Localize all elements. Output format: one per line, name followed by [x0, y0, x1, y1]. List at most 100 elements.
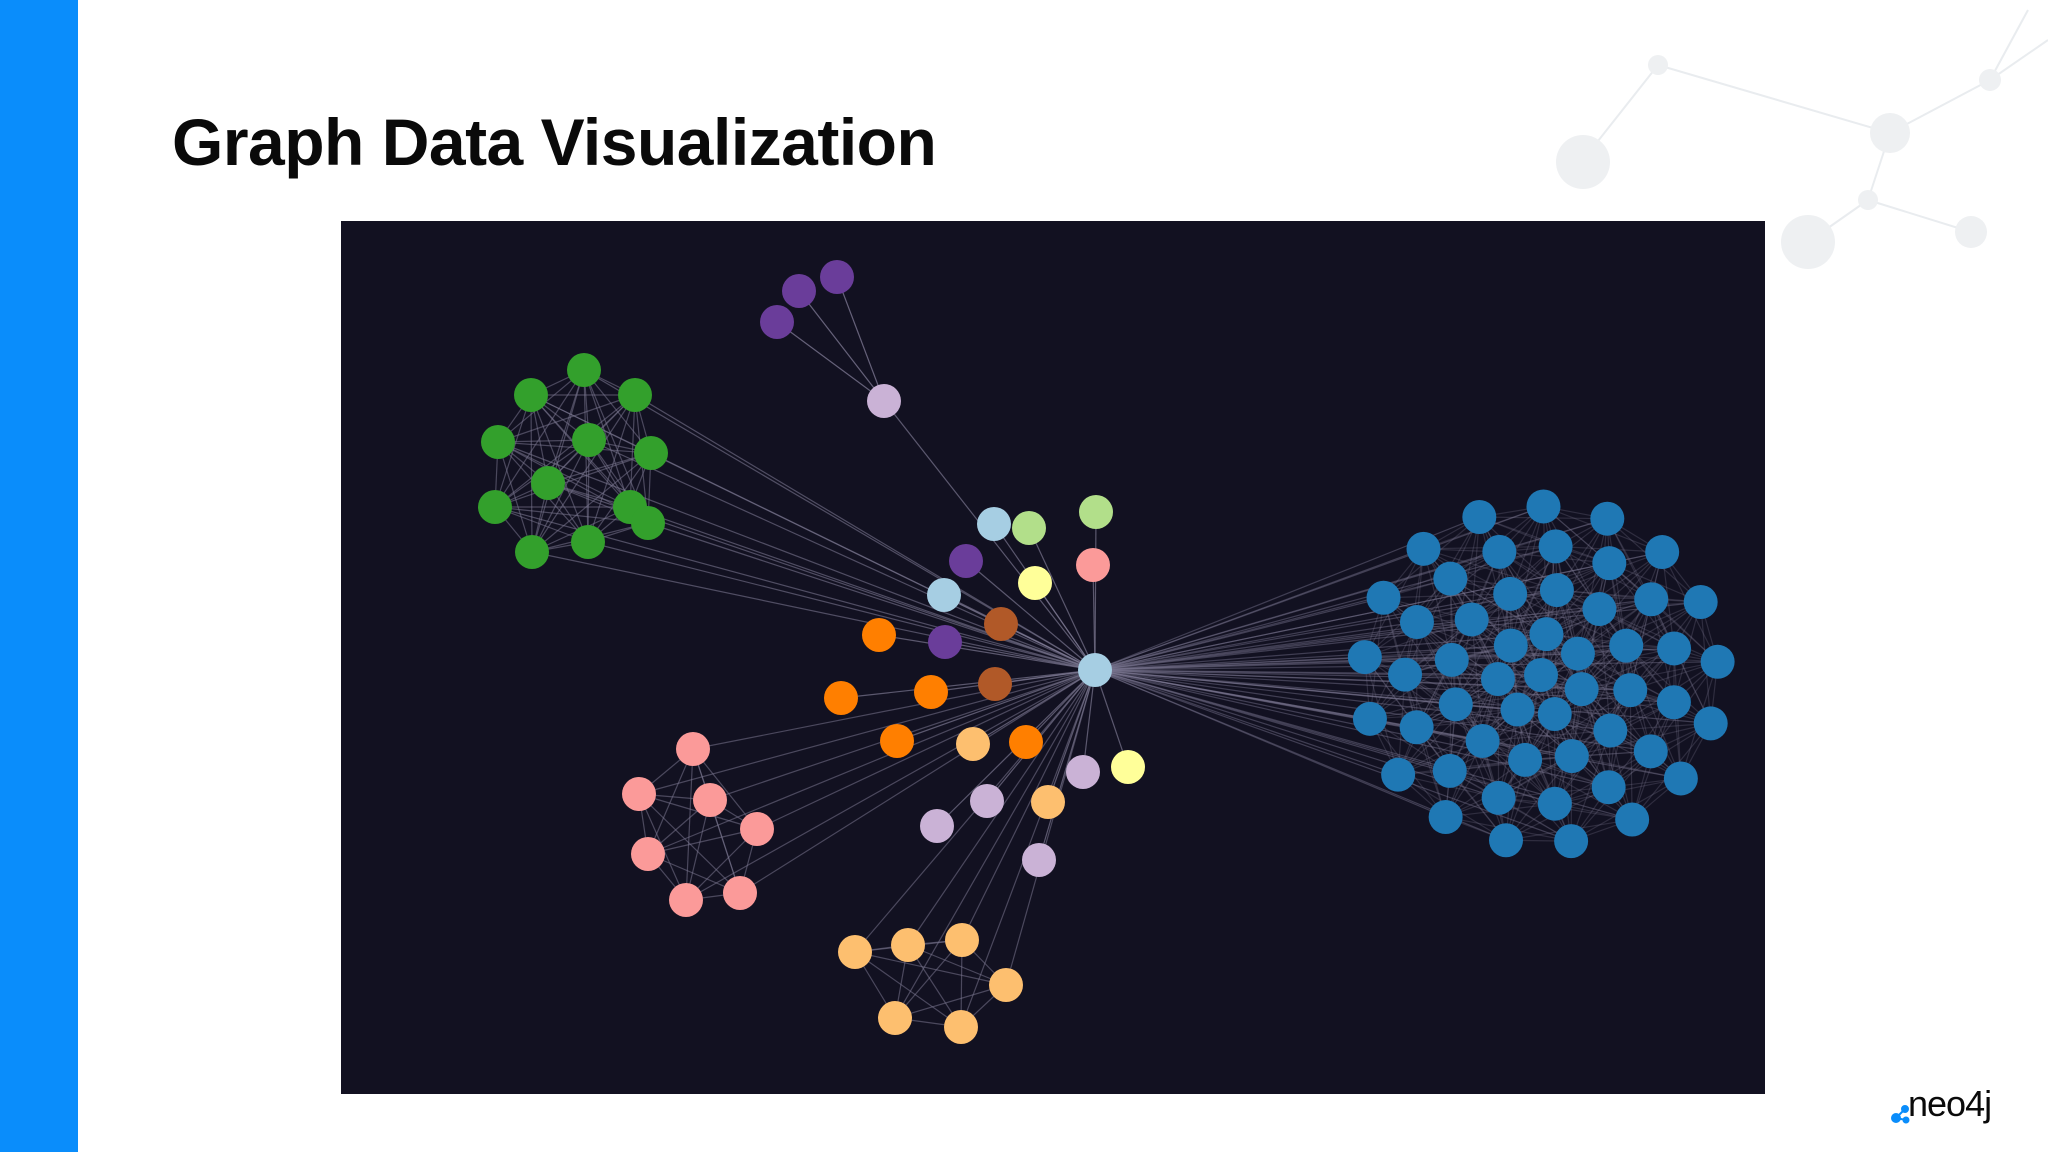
node-blue[interactable] [1554, 824, 1589, 859]
node-orange[interactable] [862, 618, 896, 652]
node-blue[interactable] [1493, 628, 1528, 663]
node-blue[interactable] [1481, 780, 1516, 815]
node-purple[interactable] [949, 544, 983, 578]
node-lavender[interactable] [970, 784, 1004, 818]
node-lavender[interactable] [920, 809, 954, 843]
node-blue[interactable] [1693, 706, 1728, 741]
node-green[interactable] [631, 506, 665, 540]
node-blue[interactable] [1524, 658, 1558, 692]
node-blue[interactable] [1381, 757, 1416, 792]
node-blue[interactable] [1663, 761, 1698, 796]
node-blue[interactable] [1433, 561, 1468, 596]
node-green[interactable] [634, 436, 668, 470]
node-blue[interactable] [1538, 529, 1573, 564]
node-blue[interactable] [1539, 573, 1574, 608]
node-pink[interactable] [1076, 548, 1110, 582]
node-purple[interactable] [928, 625, 962, 659]
node-blue[interactable] [1657, 631, 1692, 666]
node-green[interactable] [478, 490, 512, 524]
node-lavender[interactable] [867, 384, 901, 418]
node-orange[interactable] [824, 681, 858, 715]
hub-node[interactable] [1078, 653, 1112, 687]
node-blue[interactable] [1399, 605, 1434, 640]
node-light-orange[interactable] [944, 1010, 978, 1044]
node-light-orange[interactable] [956, 727, 990, 761]
node-blue[interactable] [1560, 636, 1595, 671]
node-light-blue[interactable] [977, 507, 1011, 541]
node-light-green[interactable] [1079, 495, 1113, 529]
node-blue[interactable] [1564, 672, 1599, 707]
node-green[interactable] [531, 466, 565, 500]
node-light-orange[interactable] [838, 935, 872, 969]
node-light-orange[interactable] [945, 923, 979, 957]
node-blue[interactable] [1537, 697, 1572, 732]
node-blue[interactable] [1493, 576, 1528, 611]
node-brown[interactable] [978, 667, 1012, 701]
node-blue[interactable] [1462, 499, 1497, 534]
node-blue[interactable] [1482, 534, 1517, 569]
node-light-orange[interactable] [1031, 785, 1065, 819]
node-green[interactable] [567, 353, 601, 387]
node-blue[interactable] [1615, 802, 1650, 837]
node-yellow[interactable] [1018, 566, 1052, 600]
node-light-orange[interactable] [989, 968, 1023, 1002]
node-purple[interactable] [782, 274, 816, 308]
node-pink[interactable] [622, 777, 656, 811]
node-blue[interactable] [1438, 687, 1473, 722]
node-blue[interactable] [1434, 642, 1469, 677]
node-pink[interactable] [631, 837, 665, 871]
node-blue[interactable] [1366, 580, 1401, 615]
node-blue[interactable] [1399, 710, 1434, 745]
node-pink[interactable] [676, 732, 710, 766]
node-green[interactable] [572, 423, 606, 457]
node-blue[interactable] [1428, 800, 1463, 835]
node-blue[interactable] [1554, 739, 1589, 774]
node-blue[interactable] [1465, 723, 1500, 758]
node-purple[interactable] [820, 260, 854, 294]
node-blue[interactable] [1352, 701, 1387, 736]
node-pink[interactable] [693, 783, 727, 817]
node-green[interactable] [571, 525, 605, 559]
node-lavender[interactable] [1022, 843, 1056, 877]
node-light-green[interactable] [1012, 511, 1046, 545]
node-green[interactable] [618, 378, 652, 412]
node-blue[interactable] [1700, 644, 1735, 679]
node-blue[interactable] [1609, 628, 1644, 663]
node-lavender[interactable] [1066, 755, 1100, 789]
node-blue[interactable] [1508, 742, 1543, 777]
node-pink[interactable] [723, 876, 757, 910]
node-brown[interactable] [984, 607, 1018, 641]
node-pink[interactable] [740, 812, 774, 846]
node-orange[interactable] [880, 724, 914, 758]
node-purple[interactable] [760, 305, 794, 339]
node-blue[interactable] [1537, 786, 1572, 821]
node-blue[interactable] [1633, 734, 1668, 769]
node-blue[interactable] [1500, 692, 1535, 727]
node-light-orange[interactable] [878, 1001, 912, 1035]
node-orange[interactable] [1009, 725, 1043, 759]
node-blue[interactable] [1582, 592, 1617, 627]
node-light-orange[interactable] [891, 928, 925, 962]
node-green[interactable] [481, 425, 515, 459]
node-blue[interactable] [1388, 657, 1423, 692]
node-green[interactable] [515, 535, 549, 569]
node-blue[interactable] [1656, 685, 1691, 720]
node-blue[interactable] [1454, 602, 1489, 637]
node-blue[interactable] [1634, 582, 1669, 617]
node-blue[interactable] [1489, 823, 1524, 858]
node-yellow[interactable] [1111, 750, 1145, 784]
node-blue[interactable] [1593, 713, 1628, 748]
node-blue[interactable] [1406, 531, 1441, 566]
node-blue[interactable] [1526, 489, 1561, 524]
node-blue[interactable] [1590, 501, 1625, 536]
node-blue[interactable] [1592, 546, 1627, 581]
node-green[interactable] [514, 378, 548, 412]
node-blue[interactable] [1529, 617, 1564, 652]
node-orange[interactable] [914, 675, 948, 709]
node-blue[interactable] [1347, 640, 1382, 675]
node-blue[interactable] [1591, 770, 1626, 805]
node-blue[interactable] [1480, 662, 1515, 697]
node-light-blue[interactable] [927, 578, 961, 612]
node-blue[interactable] [1432, 753, 1467, 788]
node-blue[interactable] [1645, 535, 1680, 570]
